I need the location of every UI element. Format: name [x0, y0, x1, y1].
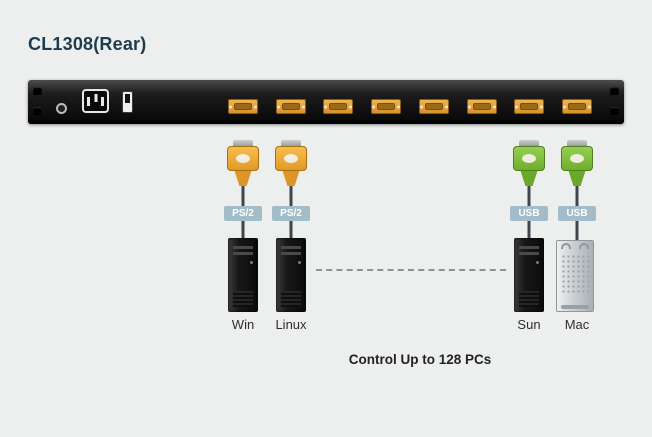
- computer-label-win: Win: [231, 317, 255, 332]
- front-vent: [233, 291, 253, 307]
- drive-bay: [519, 252, 539, 255]
- drive-bay: [281, 252, 301, 255]
- port-screw: [467, 105, 471, 108]
- mac-handle: [579, 243, 589, 249]
- drive-bay: [519, 246, 539, 249]
- computer-tower-win: [228, 238, 258, 312]
- power-switch: [122, 91, 133, 113]
- computer-label-sun: Sun: [517, 317, 541, 332]
- vga-connector-shell: [233, 140, 253, 147]
- connector-strain-relief: [234, 171, 252, 186]
- port-pins: [472, 103, 491, 110]
- connector-strain-relief: [568, 171, 586, 186]
- port-screw: [419, 105, 423, 108]
- inlet-pin: [101, 97, 104, 106]
- mount-hole: [610, 107, 619, 115]
- mount-hole: [33, 107, 42, 115]
- connector-strain-relief: [282, 171, 300, 186]
- port-screw: [254, 105, 257, 108]
- connector-highlight: [522, 154, 536, 163]
- vga-port-6: [466, 99, 497, 114]
- inlet-pin: [87, 97, 90, 106]
- interface-badge-ps2: PS/2: [224, 206, 262, 221]
- connector-highlight: [236, 154, 250, 163]
- power-switch-rocker: [125, 94, 130, 103]
- port-screw: [301, 105, 305, 108]
- vga-connector-shell: [567, 140, 587, 147]
- mount-hole: [33, 87, 42, 95]
- computer-tower-mac: [556, 240, 594, 312]
- vga-connector-orange-icon: [275, 146, 307, 171]
- kvm-cable-win: PS/2: [221, 140, 265, 240]
- vga-port-1: [228, 99, 258, 114]
- grounding-terminal-icon: [56, 103, 67, 114]
- drive-bay: [281, 246, 301, 249]
- front-vent: [281, 291, 301, 307]
- connector-highlight: [570, 154, 584, 163]
- port-screw: [492, 105, 496, 108]
- vga-port-8: [561, 99, 592, 114]
- connector-highlight: [284, 154, 298, 163]
- computer-label-mac: Mac: [564, 317, 590, 332]
- port-screw: [515, 105, 519, 108]
- drive-bay: [233, 246, 253, 249]
- interface-badge-usb: USB: [510, 206, 548, 221]
- port-pins: [234, 103, 252, 110]
- computer-tower-linux: [276, 238, 306, 312]
- power-button: [250, 261, 253, 264]
- mac-front-grill: [561, 254, 589, 294]
- port-screw: [349, 105, 353, 108]
- vga-port-5: [418, 99, 449, 114]
- kvm-cable-sun: USB: [507, 140, 551, 240]
- vga-port-2: [275, 99, 306, 114]
- drive-bay: [233, 252, 253, 255]
- diagram-title: CL1308(Rear): [28, 34, 147, 54]
- computer-tower-sun: [514, 238, 544, 312]
- power-button: [536, 261, 539, 264]
- vga-connector-shell: [281, 140, 301, 147]
- vga-connector-shell: [519, 140, 539, 147]
- kvm-cable-linux: PS/2: [269, 140, 313, 240]
- connector-strain-relief: [520, 171, 538, 186]
- vga-port-7: [514, 99, 545, 114]
- mount-hole: [610, 87, 619, 95]
- port-pins: [567, 103, 586, 110]
- vga-connector-green-icon: [561, 146, 593, 171]
- vga-port-4: [371, 99, 402, 114]
- port-screw: [397, 105, 401, 108]
- port-screw: [229, 105, 232, 108]
- port-screw: [444, 105, 448, 108]
- mac-base: [561, 305, 589, 309]
- port-screw: [587, 105, 591, 108]
- vga-port-row: [228, 99, 592, 114]
- port-screw: [372, 105, 376, 108]
- port-pins: [424, 103, 443, 110]
- port-pins: [329, 103, 348, 110]
- diagram-caption: Control Up to 128 PCs: [348, 352, 492, 367]
- kvm-cable-mac: USB: [555, 140, 599, 240]
- power-inlet: [82, 89, 109, 113]
- port-pins: [520, 103, 539, 110]
- port-screw: [276, 105, 280, 108]
- computer-label-linux: Linux: [275, 317, 307, 332]
- interface-badge-usb: USB: [558, 206, 596, 221]
- vga-port-3: [323, 99, 354, 114]
- power-button: [298, 261, 301, 264]
- port-pins: [377, 103, 396, 110]
- more-pcs-dashed-line: [316, 269, 506, 271]
- port-pins: [281, 103, 300, 110]
- inlet-pin: [94, 94, 97, 102]
- interface-badge-ps2: PS/2: [272, 206, 310, 221]
- mac-handle: [561, 243, 571, 249]
- port-screw: [540, 105, 544, 108]
- port-screw: [562, 105, 566, 108]
- port-screw: [324, 105, 328, 108]
- front-vent: [519, 291, 539, 307]
- kvm-switch-rear-panel: [28, 80, 624, 124]
